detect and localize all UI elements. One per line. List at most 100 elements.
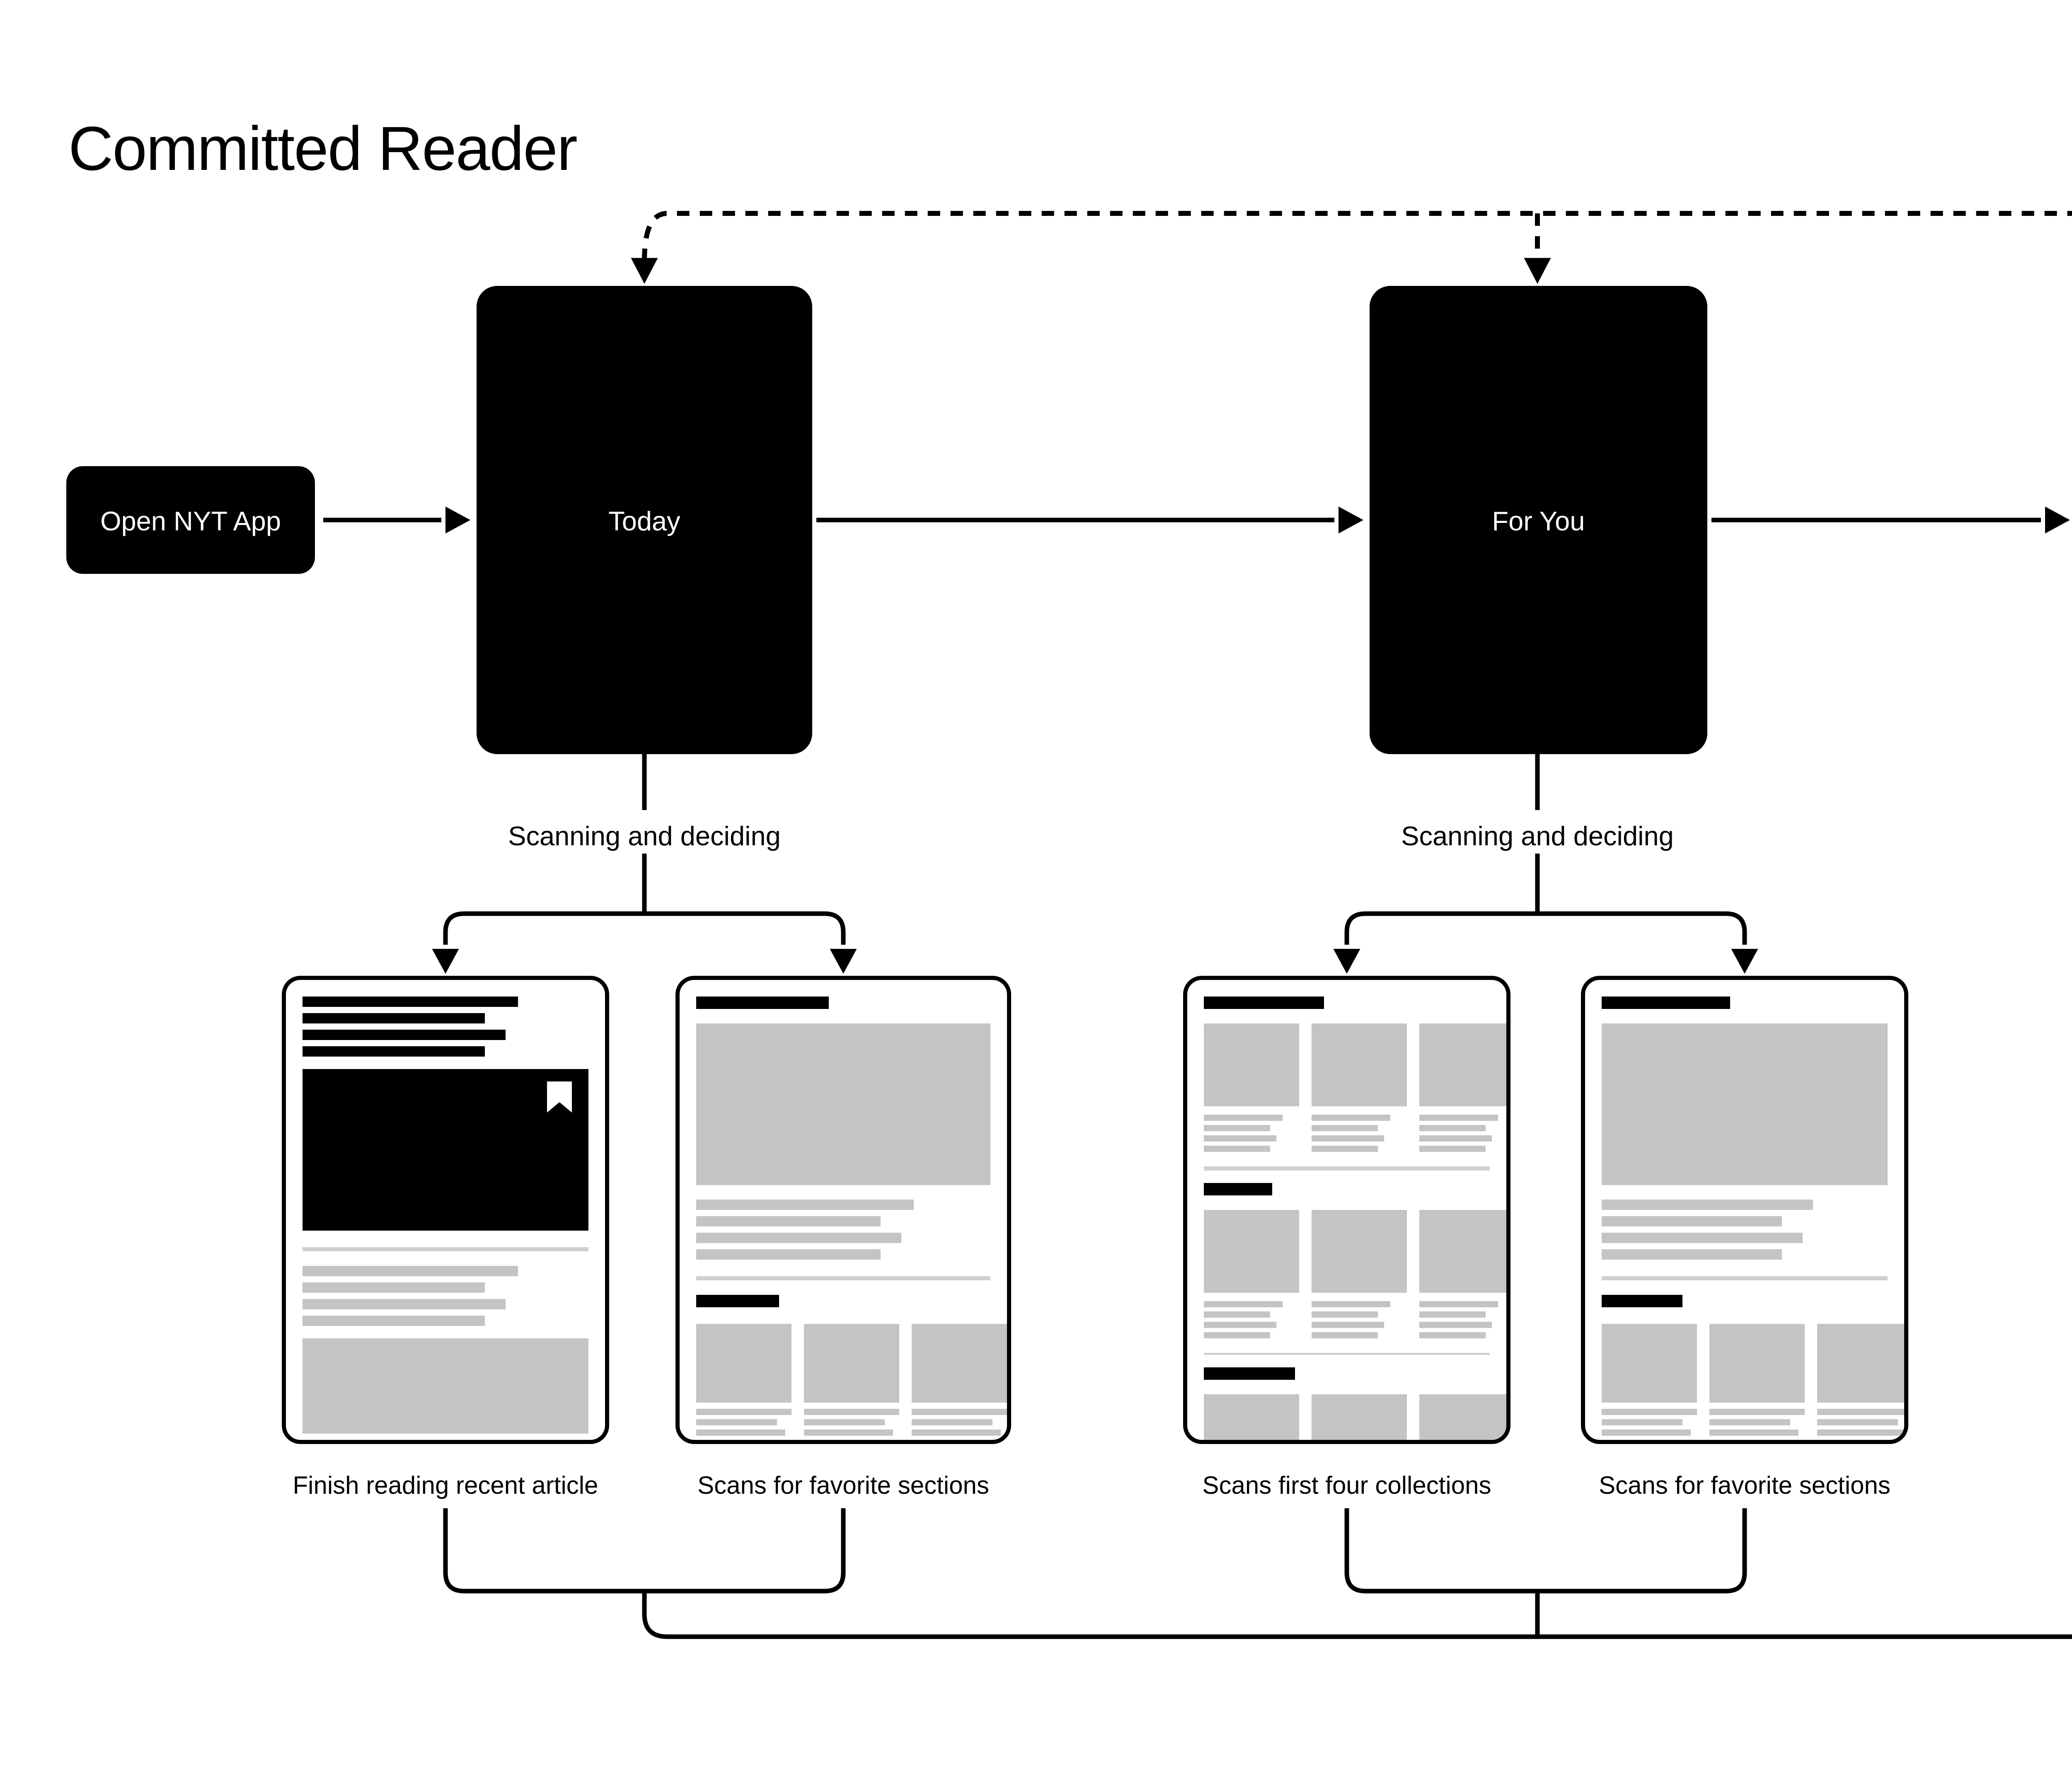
wireframe-shape — [303, 1299, 506, 1309]
card-caption: Scans for favorite sections — [1599, 1471, 1890, 1500]
wireframe-shape — [1204, 1394, 1506, 1440]
wireframe-shape — [1602, 1276, 1888, 1280]
wireframe-shape — [303, 1316, 486, 1326]
wireframe-shape — [303, 1282, 486, 1293]
wireframe-shape — [1419, 1209, 1506, 1342]
bottom-main-line — [642, 1591, 2072, 1639]
wireframe-shape — [696, 1324, 792, 1440]
wireframe-shape — [1602, 1430, 1690, 1436]
wireframe-shape — [1204, 1115, 1282, 1121]
wireframe-shape — [1312, 1115, 1390, 1121]
wireframe-card-collections[interactable] — [1183, 976, 1510, 1444]
bottom-bracket-2 — [1344, 1508, 1747, 1594]
wireframe-shape — [1602, 1419, 1682, 1425]
wireframe-shape — [1204, 1394, 1299, 1440]
bottom-bracket-1 — [443, 1508, 846, 1594]
wireframe-shape — [912, 1419, 992, 1425]
wireframe-shape — [1419, 1310, 1486, 1317]
stage-label-for-you: Scanning and deciding — [1401, 820, 1674, 851]
wireframe-shape — [1419, 1394, 1506, 1440]
wireframe-shape — [1419, 1125, 1486, 1131]
wireframe-shape — [1602, 1023, 1888, 1185]
wireframe-shape — [1204, 1321, 1276, 1327]
wireframe-shape — [804, 1419, 884, 1425]
wireframe-shape — [1312, 1321, 1384, 1327]
wireframe-shape — [696, 1233, 902, 1243]
wireframe-shape — [1602, 997, 1731, 1009]
wireframe-shape — [1312, 1209, 1407, 1292]
wireframe-shape — [1419, 1394, 1506, 1440]
wireframe-shape — [1312, 1394, 1407, 1440]
screen-for-you-label: For You — [1492, 504, 1585, 536]
wireframe-shape — [696, 997, 829, 1009]
branch-foryou — [1344, 911, 1747, 945]
wireframe-shape — [303, 1046, 486, 1057]
wireframe-shape — [912, 1324, 1007, 1440]
wireframe-card-favorite-sections-1[interactable] — [675, 976, 1011, 1444]
wireframe-shape — [696, 1324, 1007, 1440]
wireframe-shape — [1312, 1023, 1407, 1106]
wireframe-shape — [1602, 1324, 1697, 1403]
page-title: Committed Reader — [68, 116, 578, 185]
wireframe-shape — [303, 1069, 588, 1231]
wireframe-shape — [1312, 1331, 1378, 1338]
wireframe-shape — [1419, 1023, 1506, 1106]
wireframe-shape — [696, 1276, 990, 1280]
wireframe-shape — [1419, 1146, 1486, 1152]
arrowhead-down-today — [631, 258, 658, 284]
bookmark-icon — [547, 1081, 572, 1113]
wireframe-shape — [1312, 1209, 1407, 1342]
wireframe-shape — [1312, 1135, 1384, 1142]
wireframe-shape — [696, 1295, 779, 1307]
wireframe-shape — [1204, 1352, 1490, 1355]
wireframe-shape — [804, 1409, 899, 1415]
wireframe-shape — [1709, 1409, 1805, 1415]
open-nyt-app-node[interactable]: Open NYT App — [66, 466, 315, 574]
screen-today-label: Today — [608, 504, 680, 536]
wireframe-shape — [1204, 1209, 1506, 1342]
wireframe-shape — [1204, 1023, 1506, 1156]
wireframe-shape — [1419, 1331, 1486, 1338]
wireframe-shape — [696, 1324, 792, 1403]
wireframe-card-favorite-sections-2[interactable] — [1581, 976, 1908, 1444]
wireframe-shape — [804, 1324, 899, 1440]
wireframe-shape — [1709, 1324, 1805, 1440]
arrowhead-down-foryou — [1524, 258, 1551, 284]
wireframe-shape — [303, 1338, 588, 1434]
wireframe-shape — [912, 1409, 1007, 1415]
wireframe-shape — [1602, 1409, 1697, 1415]
wireframe-shape — [1204, 1023, 1299, 1156]
wireframe-shape — [912, 1430, 1000, 1436]
wireframe-shape — [1419, 1135, 1492, 1142]
wireframe-shape — [804, 1324, 899, 1403]
wireframe-shape — [303, 997, 517, 1007]
wireframe-shape — [1204, 1300, 1282, 1306]
wireframe-card-finish-reading[interactable] — [282, 976, 609, 1444]
wireframe-shape — [1204, 997, 1324, 1009]
branch-today — [443, 911, 846, 945]
wireframe-shape — [1312, 1023, 1407, 1156]
wireframe-shape — [1419, 1209, 1506, 1292]
wireframe-shape — [1709, 1324, 1805, 1403]
wireframe-shape — [1817, 1409, 1904, 1415]
screen-node-today[interactable]: Today — [477, 286, 812, 754]
wireframe-shape — [1817, 1324, 1904, 1403]
wireframe-shape — [303, 1247, 588, 1251]
wireframe-shape — [1602, 1200, 1813, 1210]
wireframe-shape — [1602, 1216, 1782, 1226]
card-caption: Scans first four collections — [1202, 1471, 1491, 1500]
wireframe-shape — [1709, 1430, 1798, 1436]
wireframe-shape — [696, 1430, 785, 1436]
wireframe-shape — [696, 1249, 882, 1260]
wireframe-shape — [804, 1430, 893, 1436]
wireframe-shape — [1204, 1023, 1299, 1106]
screen-node-for-you[interactable]: For You — [1370, 286, 1707, 754]
wireframe-shape — [1204, 1135, 1276, 1142]
wireframe-shape — [1602, 1233, 1802, 1243]
wireframe-shape — [1602, 1324, 1904, 1440]
wireframe-shape — [1312, 1146, 1378, 1152]
wireframe-shape — [1419, 1115, 1498, 1121]
wireframe-shape — [1419, 1321, 1492, 1327]
